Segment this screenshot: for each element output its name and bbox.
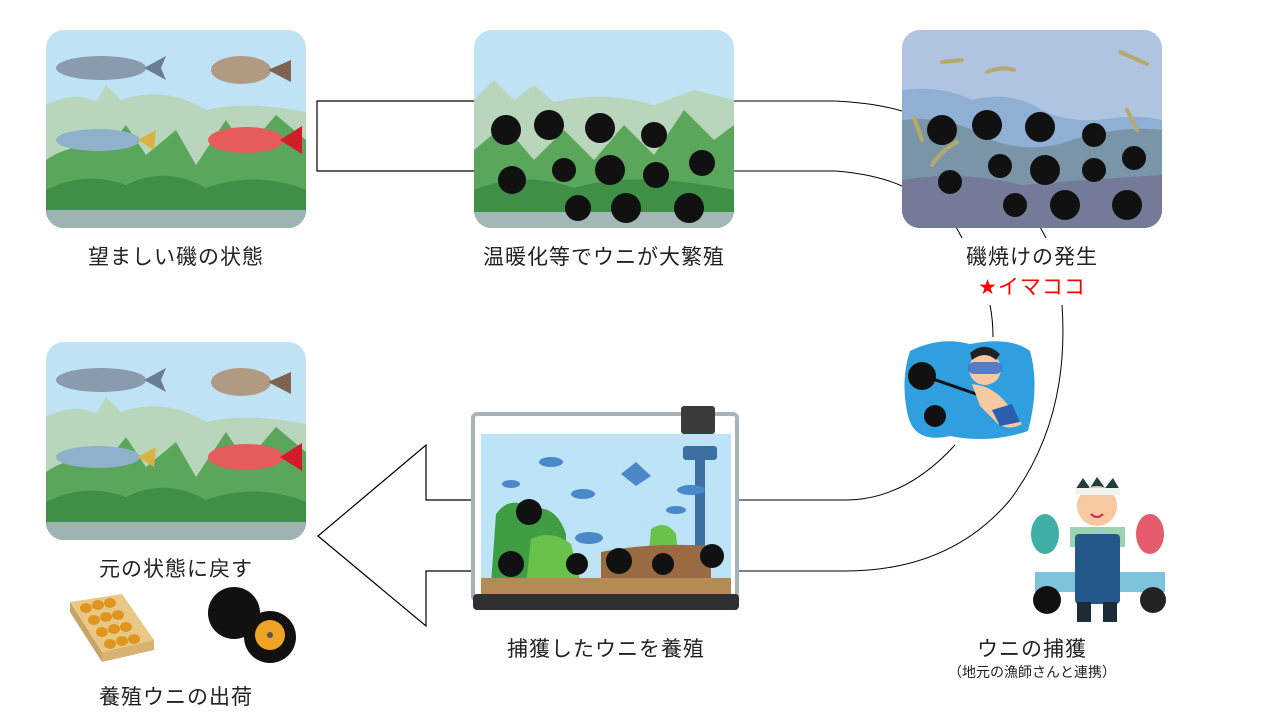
- fish-icon: [56, 129, 156, 151]
- node-label-ship: 養殖ウニの出荷: [99, 685, 253, 709]
- illustration-uni-box: [66, 590, 158, 662]
- connector-barren-diver: [989, 304, 994, 338]
- urchin-icon: [924, 405, 946, 427]
- node-label-barren: 磯焼けの発生: [966, 245, 1098, 269]
- node-sublabel-capture: （地元の漁師さんと連携）: [948, 665, 1116, 681]
- node-label-explosion: 温暖化等でウニが大繁殖: [483, 245, 725, 269]
- illustration-urchin-explosion: [474, 30, 734, 228]
- illustration-barren-reef: [902, 30, 1162, 228]
- node-label-farming: 捕獲したウニを養殖: [507, 637, 705, 661]
- urchin-icon: [1140, 587, 1166, 613]
- connector-explosion-barren-top: [733, 100, 903, 112]
- node-label-capture: ウニの捕獲: [977, 637, 1087, 661]
- node-label-desired: 望ましい磯の状態: [88, 245, 264, 269]
- illustration-desired-reef: [46, 30, 306, 228]
- urchin-group-icon: [927, 110, 1146, 220]
- urchin-group-icon: [491, 110, 715, 223]
- illustration-restored-reef: [46, 342, 306, 540]
- connector-desired-explosion: [316, 100, 476, 172]
- fish-icon: [208, 443, 302, 471]
- node-label-restore: 元の状態に戻す: [99, 557, 253, 581]
- illustration-diver: [900, 336, 1040, 446]
- current-position-marker: ★イマココ: [978, 275, 1086, 299]
- arrow-farming-restore: [317, 443, 472, 628]
- urchin-icon: [1033, 586, 1061, 614]
- fish-icon: [1136, 514, 1164, 554]
- connector-diver-farming: [738, 444, 956, 501]
- fish-icon: [1031, 514, 1059, 554]
- illustration-fisherman: [1025, 472, 1175, 624]
- fish-icon: [208, 126, 302, 154]
- illustration-opened-urchins: [204, 585, 304, 665]
- fish-icon: [211, 368, 291, 396]
- illustration-aquarium: [471, 404, 741, 612]
- connector-barren-farming: [738, 304, 1064, 572]
- fish-icon: [211, 56, 291, 84]
- connector-explosion-barren-bottom: [733, 170, 903, 187]
- fish-icon: [56, 368, 166, 392]
- urchin-icon: [908, 362, 936, 390]
- fish-icon: [56, 56, 166, 80]
- fish-icon: [56, 446, 156, 468]
- urchin-group-icon: [498, 499, 724, 577]
